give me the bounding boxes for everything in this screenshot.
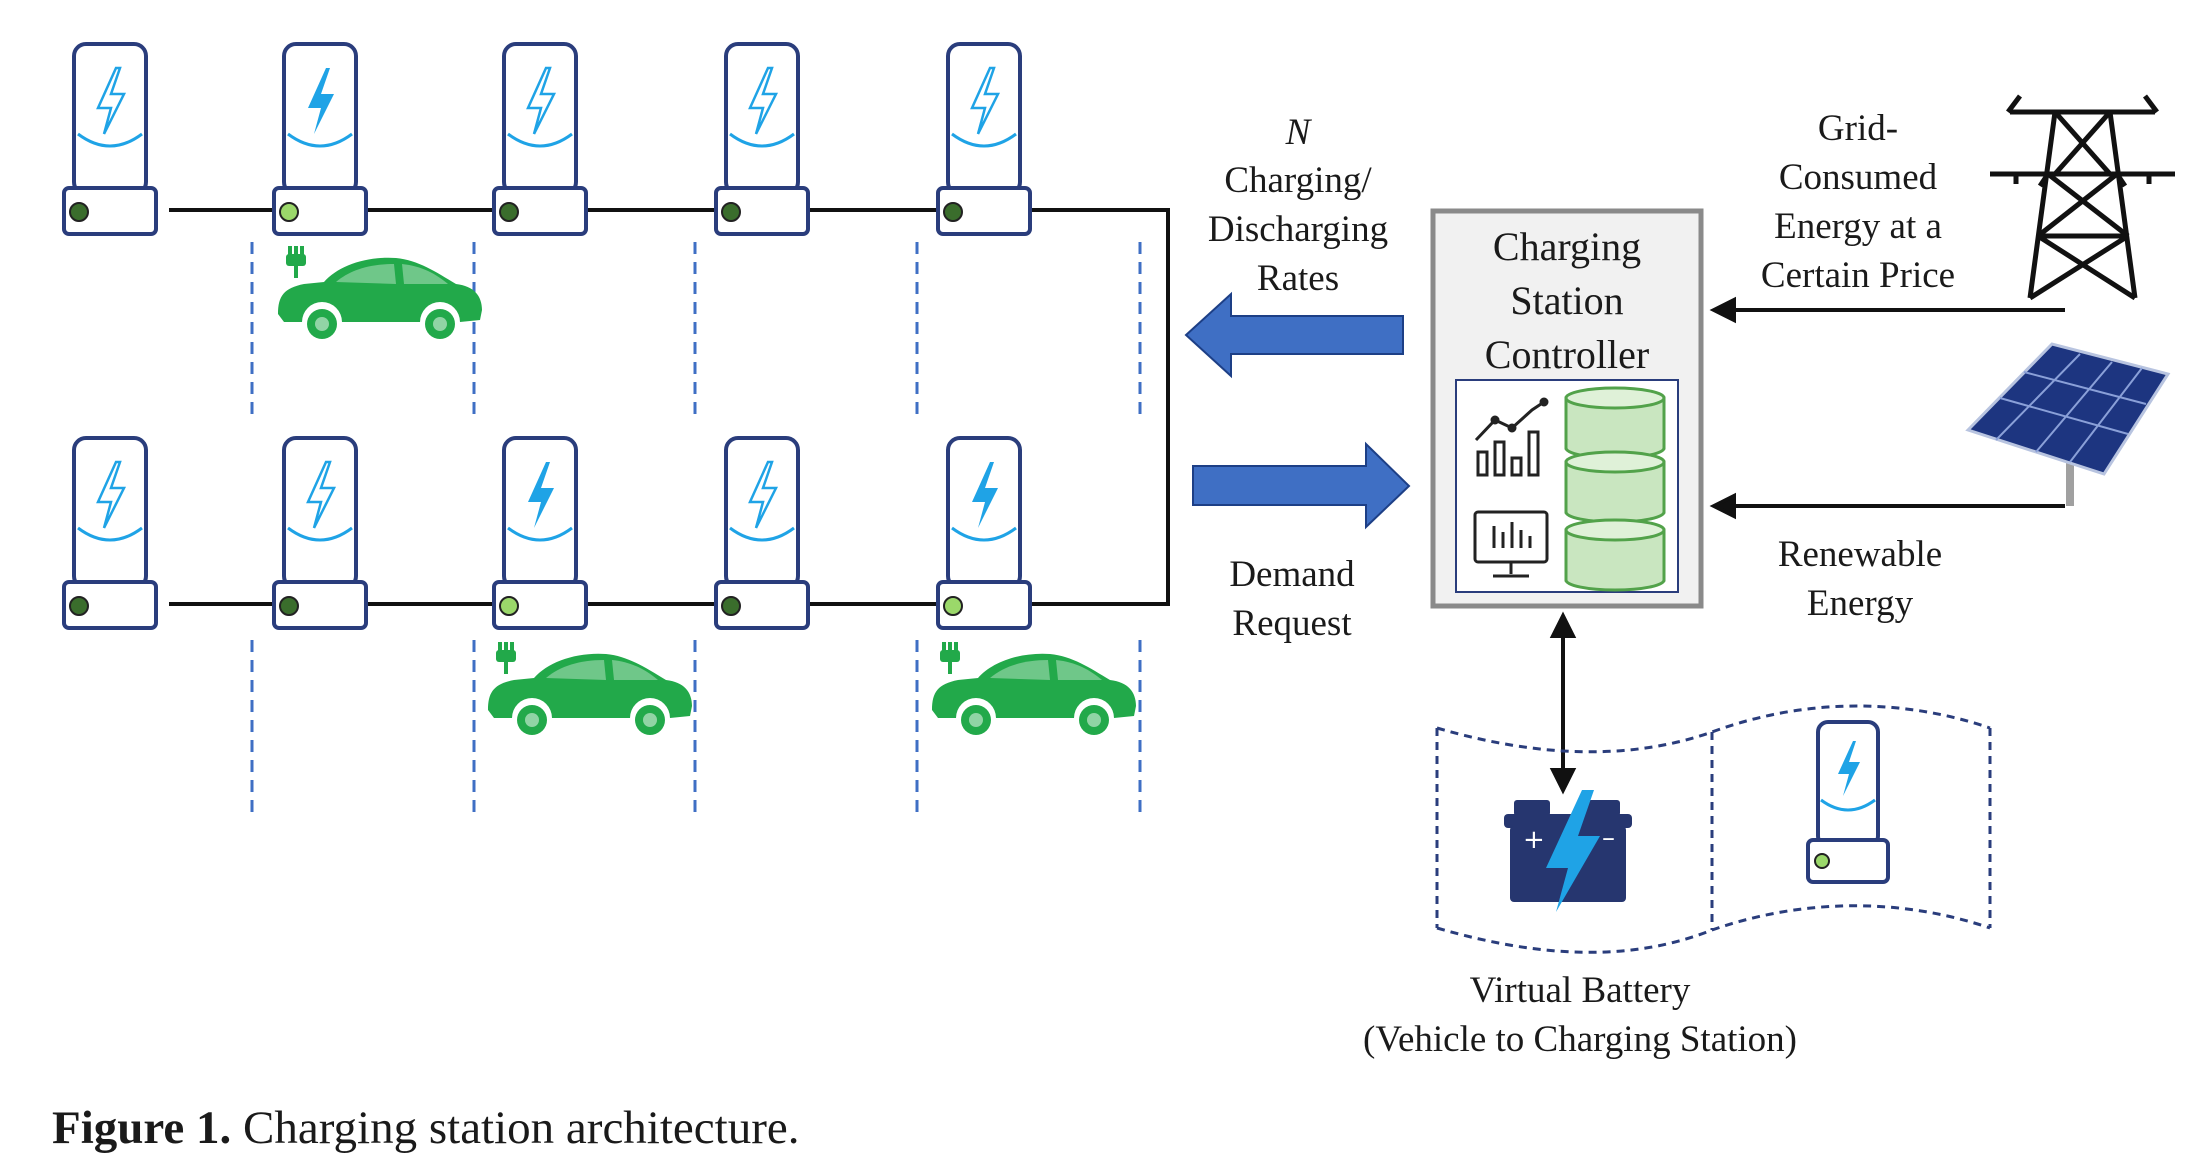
charging-station-icon <box>272 436 368 630</box>
database-cylinder <box>1564 518 1666 592</box>
controller-title-line: Charging <box>1492 224 1642 269</box>
charging-station-icon <box>936 436 1032 630</box>
electric-vehicles <box>278 246 1136 735</box>
rates-label: Charging/ Discharging Rates <box>1178 156 1418 303</box>
chart-icon <box>1474 397 1549 477</box>
grid-label-line: Grid- <box>1817 108 1899 149</box>
virtual-battery-panel <box>1435 704 1992 954</box>
svg-text:–: – <box>1602 823 1615 853</box>
demand-label-line: Request <box>1232 603 1352 644</box>
renewable-label-line: Energy <box>1806 583 1914 624</box>
database-cylinder <box>1564 386 1666 460</box>
status-led <box>69 202 89 222</box>
status-led <box>499 596 519 616</box>
charging-station-icon <box>936 42 1032 236</box>
car-icon <box>488 642 692 735</box>
renewable-energy-label: Renewable Energy <box>1740 530 1980 628</box>
controller-title: Charging Station Controller <box>1433 220 1701 382</box>
status-led <box>943 202 963 222</box>
charging-stations-bottom-row <box>62 436 1032 630</box>
transmission-tower-icon <box>1990 94 2175 301</box>
battery-icon: + – <box>1504 790 1632 912</box>
solar-panel-icon <box>1965 342 2171 506</box>
status-led <box>721 202 741 222</box>
demand-arrow <box>1192 441 1411 530</box>
demand-label-line: Demand <box>1229 554 1355 595</box>
controller-title-line: Controller <box>1484 332 1650 377</box>
charging-station-icon <box>714 42 810 236</box>
status-led <box>69 596 89 616</box>
svg-text:+: + <box>1523 825 1545 855</box>
rates-label-line: Charging/ <box>1224 160 1372 201</box>
charging-station-icon <box>492 436 588 630</box>
figure-caption: Figure 1. Charging station architecture. <box>52 1098 799 1158</box>
status-led <box>499 202 519 222</box>
figure-caption-text: Charging station architecture. <box>243 1102 800 1154</box>
database-cylinder <box>1564 450 1666 524</box>
virtual-battery-label-line: (Vehicle to Charging Station) <box>1363 1019 1797 1060</box>
grid-label-line: Consumed <box>1778 157 1938 198</box>
charging-station-controller <box>1430 208 1704 609</box>
car-icon <box>932 642 1136 735</box>
renewable-arrow <box>1709 492 2065 520</box>
charging-station-icon <box>492 42 588 236</box>
controller-title-line: Station <box>1510 278 1624 323</box>
monitor-icon <box>1473 510 1549 578</box>
virtual-battery-label-line: Virtual Battery <box>1469 970 1691 1011</box>
grid-energy-label: Grid- Consumed Energy at a Certain Price <box>1724 104 1992 300</box>
database-icon <box>1564 386 1666 592</box>
charging-station-icon <box>62 42 158 236</box>
charging-station-icon <box>714 436 810 630</box>
virtual-battery-label: Virtual Battery (Vehicle to Charging Sta… <box>1300 966 1860 1064</box>
grid-arrow <box>1709 296 2065 324</box>
status-led <box>279 202 299 222</box>
status-led <box>721 596 741 616</box>
charging-station-icon <box>272 42 368 236</box>
figure-caption-label: Figure 1. <box>52 1102 232 1154</box>
grid-label-line: Energy at a <box>1774 206 1942 247</box>
rates-label-line: Rates <box>1256 258 1340 299</box>
renewable-label-line: Renewable <box>1777 534 1943 575</box>
charging-stations-top-row <box>62 42 1032 236</box>
n-label: N <box>1285 112 1311 153</box>
car-icon <box>278 246 482 339</box>
status-led <box>279 596 299 616</box>
bidirectional-arrow <box>1549 611 1577 795</box>
grid-label-line: Certain Price <box>1760 255 1956 296</box>
parking-slot-lines <box>250 242 1142 815</box>
rates-arrow <box>1184 291 1404 379</box>
rates-label-line: Discharging <box>1207 209 1389 250</box>
demand-request-label: Demand Request <box>1192 550 1392 648</box>
charging-station-icon <box>62 436 158 630</box>
status-led <box>943 596 963 616</box>
virtual-charging-station-icon <box>1806 720 1890 884</box>
